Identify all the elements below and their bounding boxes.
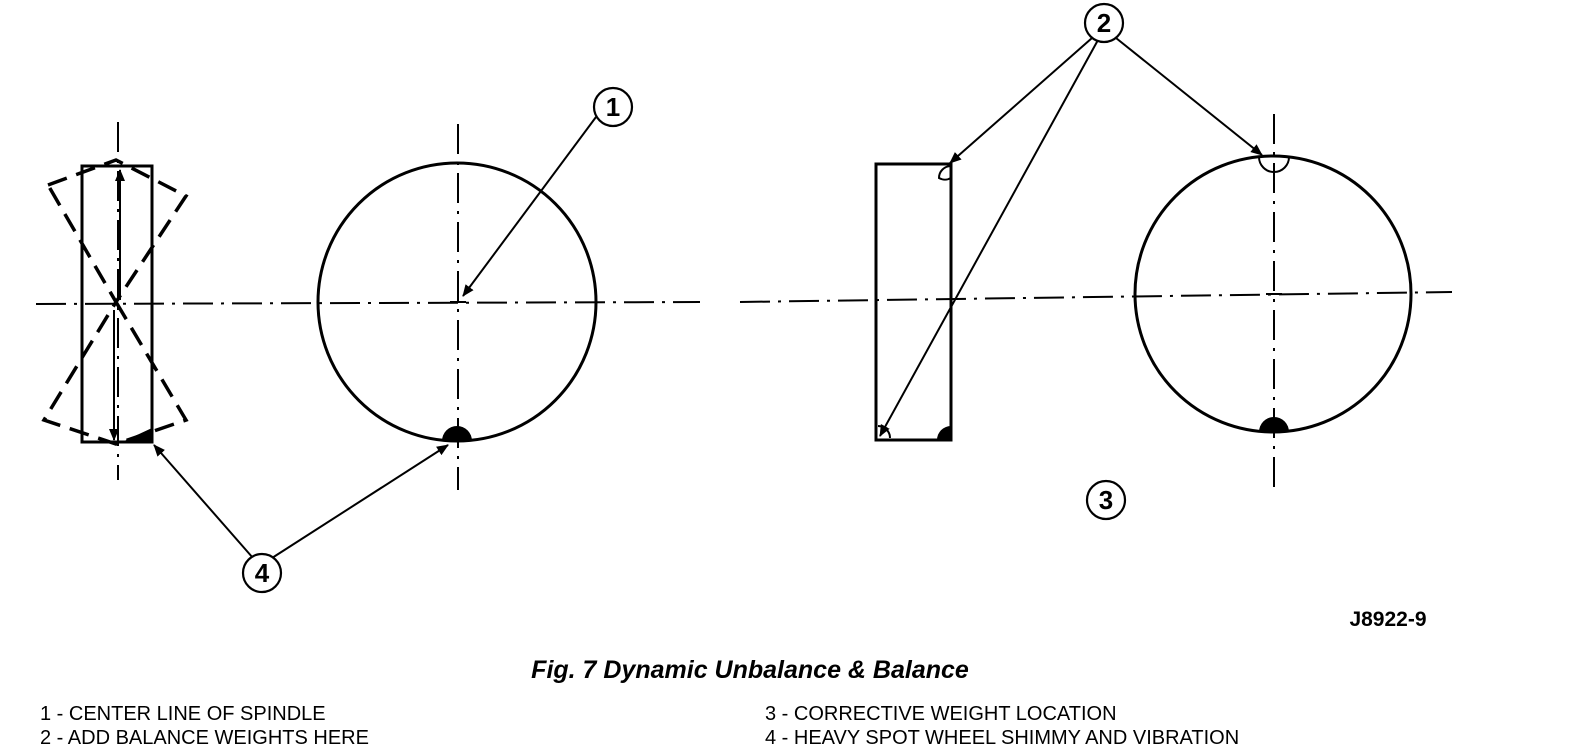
callout-1-leader <box>462 116 597 297</box>
legend-item-2: 2 - ADD BALANCE WEIGHTS HERE <box>40 727 369 749</box>
callout-2-circle <box>1083 2 1125 44</box>
callout-2-group: 2 <box>879 2 1263 437</box>
right-side-top-weight <box>937 165 952 181</box>
callout-4-label: 4 <box>255 558 270 588</box>
unbalanced-wheel-group <box>35 122 701 490</box>
callout-1-group: 1 <box>462 86 634 297</box>
right-wheel-heavy-spot <box>1259 417 1289 432</box>
callout-2-label: 2 <box>1097 8 1111 38</box>
left-tire-wobble-outline-b <box>41 298 189 446</box>
right-side-heavy-spot <box>937 426 951 440</box>
right-tire-side-view <box>874 162 953 442</box>
callout-4-group: 4 <box>153 444 449 594</box>
figure-caption: Fig. 7 Dynamic Unbalance & Balance <box>531 656 969 684</box>
callout-3-group: 3 <box>1085 479 1127 521</box>
left-tire-wobble-outline-a <box>45 158 189 306</box>
legend-item-3: 3 - CORRECTIVE WEIGHT LOCATION <box>765 703 1117 725</box>
callout-3-label: 3 <box>1099 485 1113 515</box>
callout-4-leader-a <box>153 444 254 559</box>
left-side-heavy-spot <box>122 428 152 442</box>
callout-2-leader-b <box>879 39 1099 437</box>
left-spindle-centerline <box>35 301 701 305</box>
callout-2-leader-c <box>1115 37 1263 156</box>
legend-left-column: 1 - CENTER LINE OF SPINDLE 2 - ADD BALAN… <box>40 702 369 750</box>
callout-4-leader-b <box>271 444 449 559</box>
left-wheel-heavy-spot <box>442 426 472 441</box>
legend-item-4: 4 - HEAVY SPOT WHEEL SHIMMY AND VIBRATIO… <box>765 727 1240 749</box>
balanced-wheel-group <box>739 114 1453 490</box>
left-tire-side-view <box>80 164 154 444</box>
legend-right-column: 3 - CORRECTIVE WEIGHT LOCATION 4 - HEAVY… <box>765 702 1239 750</box>
callout-4-circle <box>241 552 283 594</box>
callout-1-label: 1 <box>606 92 620 122</box>
callout-2-leader-a <box>949 37 1093 164</box>
callout-1-circle <box>592 86 634 128</box>
right-spindle-centerline <box>739 291 1453 303</box>
right-wheel-corrective-weight <box>1258 156 1290 173</box>
callout-3-circle <box>1085 479 1127 521</box>
figure-code: J8922-9 <box>1349 608 1426 631</box>
legend-item-1: 1 - CENTER LINE OF SPINDLE <box>40 703 326 725</box>
